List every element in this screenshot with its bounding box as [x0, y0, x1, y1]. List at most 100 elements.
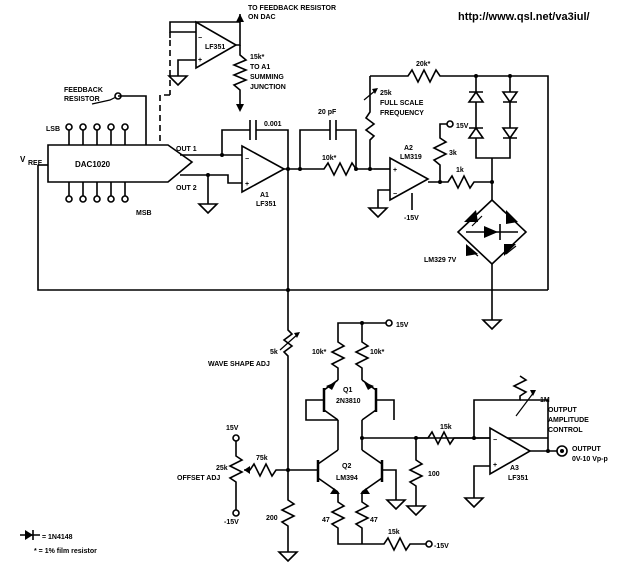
resistor-15k-a3 [416, 430, 490, 446]
svg-text:-15V: -15V [434, 543, 449, 550]
svg-text:LM329 7V: LM329 7V [424, 257, 457, 264]
diode-icon [501, 91, 519, 104]
label-feedback-resistor: FEEDBACK [64, 87, 103, 94]
lsb-label: LSB [46, 126, 60, 133]
svg-text:2N3810: 2N3810 [336, 398, 361, 405]
svg-text:A1: A1 [260, 192, 269, 199]
svg-text:LF351: LF351 [205, 44, 225, 51]
svg-text:JUNCTION: JUNCTION [250, 84, 286, 91]
transistor-q2: Q2 LM394 [316, 449, 384, 494]
diode-icon [467, 126, 485, 139]
diode-clamp [467, 74, 519, 200]
arrow-up [236, 14, 244, 22]
svg-text:CONTROL: CONTROL [548, 427, 583, 434]
svg-text:FREQUENCY: FREQUENCY [380, 110, 424, 117]
capacitor-0001 [249, 120, 257, 140]
legend-star: * = 1% film resistor [34, 548, 97, 555]
legend: = 1N4148 * = 1% film resistor [20, 530, 97, 555]
svg-text:A2: A2 [404, 145, 413, 152]
label-on-dac: ON DAC [248, 14, 276, 21]
svg-text:LF351: LF351 [256, 201, 276, 208]
svg-text:20k*: 20k* [416, 61, 431, 68]
svg-text:10k*: 10k* [370, 349, 385, 356]
label-to-feedback: TO FEEDBACK RESISTOR [248, 5, 336, 12]
svg-text:WAVE SHAPE ADJ: WAVE SHAPE ADJ [208, 361, 270, 368]
opamp-a3: − + A3 LF351 [489, 426, 532, 482]
transistor-q1: Q1 2N3810 [305, 379, 395, 421]
svg-text:REF: REF [28, 160, 43, 167]
msb-label: MSB [136, 210, 152, 217]
svg-text:-15V: -15V [404, 215, 419, 222]
svg-text:OUTPUT: OUTPUT [572, 446, 602, 453]
dac-inputs-bottom [65, 182, 129, 203]
svg-text:15V: 15V [456, 123, 469, 130]
svg-text:1k: 1k [456, 167, 464, 174]
resistor-3k [432, 123, 448, 182]
diode-icon [501, 127, 519, 140]
svg-text:10k*: 10k* [322, 155, 337, 162]
svg-text:OUTPUT: OUTPUT [548, 407, 578, 414]
svg-text:200: 200 [266, 515, 278, 522]
svg-text:LM394: LM394 [336, 475, 358, 482]
top-opamp: − + LF351 [195, 20, 238, 70]
svg-text:OUT 2: OUT 2 [176, 185, 197, 192]
svg-text:5k: 5k [270, 349, 278, 356]
svg-text:+: + [245, 181, 249, 188]
source-url: http://www.qsl.net/va3iul/ [458, 11, 590, 23]
svg-text:−: − [245, 156, 249, 163]
top-opamp-feedback [169, 21, 240, 33]
pot-5k-wave-shape [282, 169, 294, 470]
svg-text:OUT 1: OUT 1 [176, 146, 197, 153]
svg-text:75k: 75k [256, 455, 268, 462]
comparator-a2: + − A2 LM319 [389, 145, 430, 202]
diode-icon [467, 90, 485, 103]
svg-text:100: 100 [428, 471, 440, 478]
svg-text:15k*: 15k* [250, 54, 265, 61]
svg-text:+: + [393, 167, 397, 174]
resistor-75k [244, 462, 288, 478]
resistor-47b [354, 492, 370, 544]
svg-text:0.001: 0.001 [264, 121, 282, 128]
resistor-1k [428, 174, 492, 190]
svg-text:1M: 1M [540, 397, 550, 404]
resistor-15k-bottom [362, 536, 426, 552]
svg-text:47: 47 [322, 517, 330, 524]
resistor-10k-q1b [354, 338, 370, 380]
dac-label: DAC1020 [75, 160, 111, 169]
legend-diode: = 1N4148 [42, 534, 73, 541]
diode-icon [25, 530, 33, 540]
dac-inputs-top [65, 123, 129, 145]
svg-text:3k: 3k [449, 150, 457, 157]
main-feedback-loop [37, 165, 548, 291]
svg-text:LF351: LF351 [508, 475, 528, 482]
resistor-15k-top [231, 45, 249, 105]
svg-text:+: + [198, 57, 202, 64]
svg-text:TO A1: TO A1 [250, 64, 270, 71]
svg-text:25k: 25k [216, 465, 228, 472]
svg-text:AMPLITUDE: AMPLITUDE [548, 417, 589, 424]
svg-text:20 pF: 20 pF [318, 109, 337, 116]
svg-text:Q1: Q1 [343, 387, 352, 394]
svg-text:-15V: -15V [224, 519, 239, 526]
resistor-10k [320, 161, 374, 177]
svg-text:A3: A3 [510, 465, 519, 472]
svg-text:15k: 15k [440, 424, 452, 431]
svg-text:15V: 15V [396, 322, 409, 329]
svg-text:SUMMING: SUMMING [250, 74, 284, 81]
capacitor-20pf [329, 120, 337, 140]
svg-text:47: 47 [370, 517, 378, 524]
svg-text:10k*: 10k* [312, 349, 327, 356]
pot-25k-full-scale [364, 76, 376, 169]
svg-text:15k: 15k [388, 529, 400, 536]
resistor-100 [408, 438, 424, 500]
opamp-a1: − + A1 LF351 [241, 144, 286, 208]
diode-bridge-lm329 [456, 198, 528, 266]
svg-text:OFFSET ADJ: OFFSET ADJ [177, 475, 220, 482]
dac-block: DAC1020 [47, 144, 194, 183]
svg-text:−: − [198, 35, 202, 42]
svg-text:Q2: Q2 [342, 463, 351, 470]
svg-text:LM319: LM319 [400, 154, 422, 161]
svg-text:15V: 15V [226, 425, 239, 432]
